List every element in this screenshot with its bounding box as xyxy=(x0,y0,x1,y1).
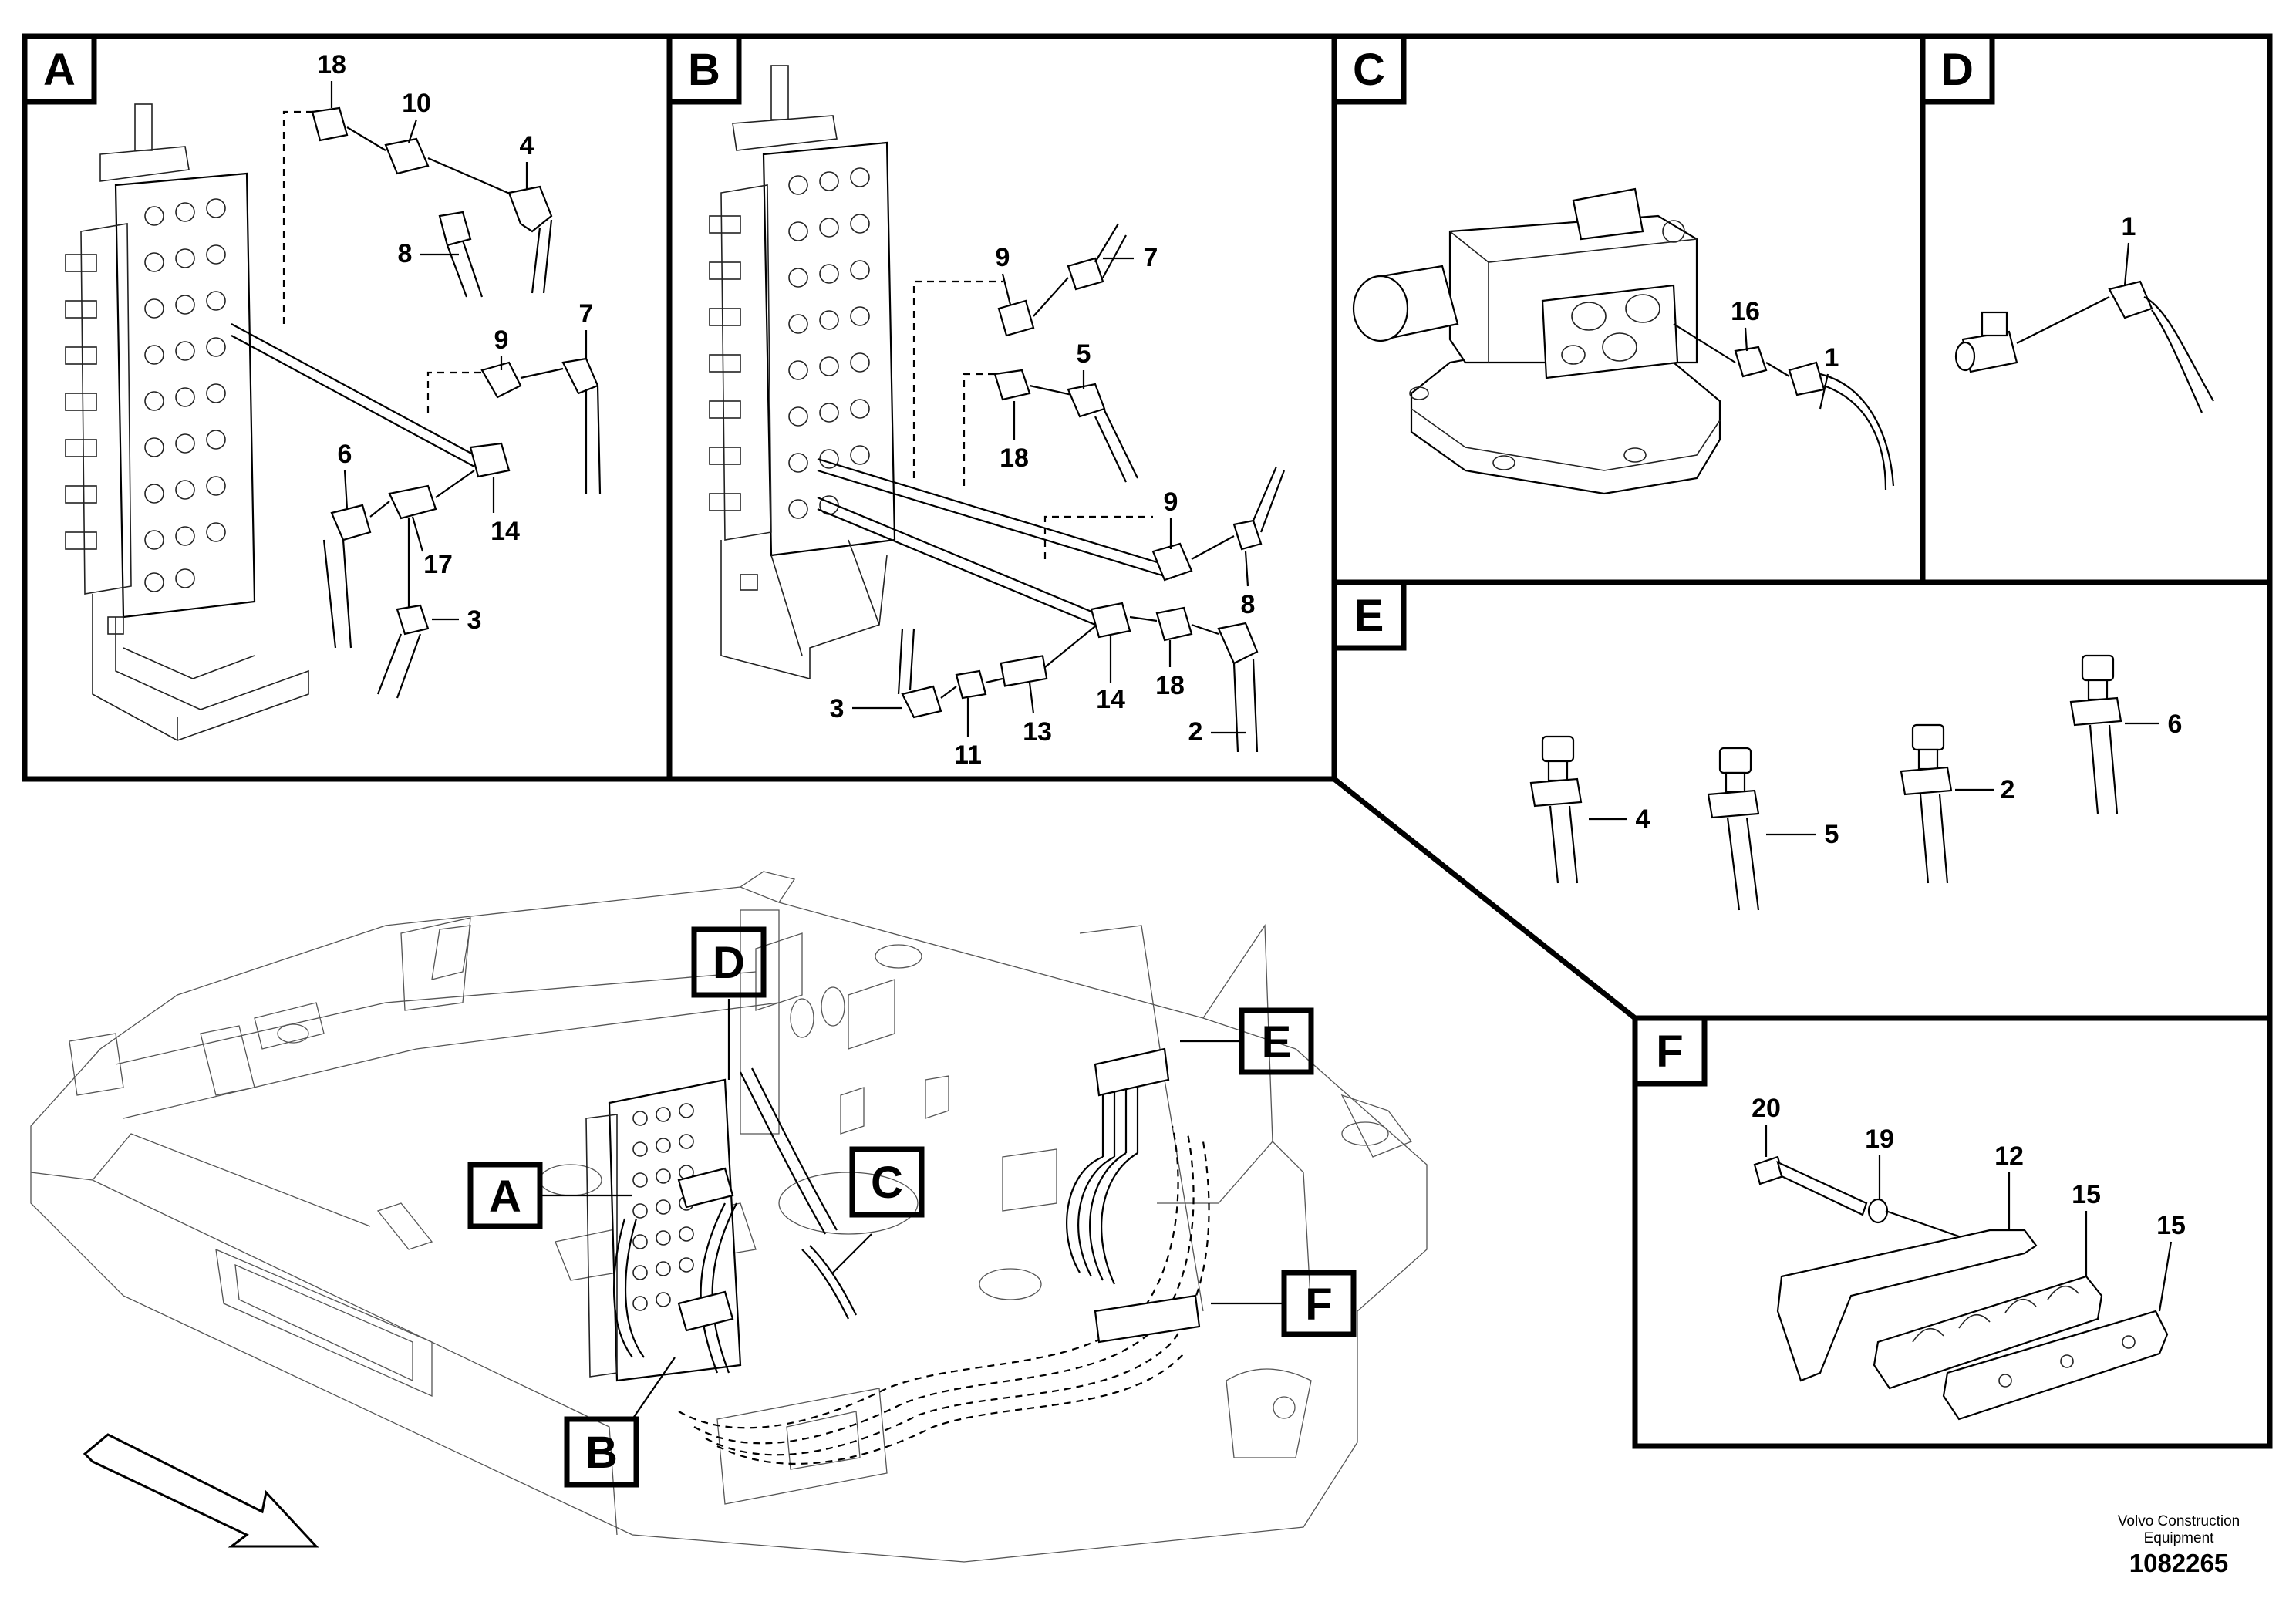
callout-b-9a: 9 xyxy=(996,243,1010,272)
callout-b-18a: 18 xyxy=(1000,443,1029,473)
svg-text:C: C xyxy=(871,1158,903,1208)
callout-a-6: 6 xyxy=(338,440,352,469)
callout-b-11: 11 xyxy=(954,740,982,770)
hose-end-2 xyxy=(1900,723,1953,884)
control-valve-b xyxy=(709,65,896,680)
svg-text:D: D xyxy=(713,938,745,988)
brand-line-1: Volvo Construction xyxy=(2117,1513,2240,1529)
panel-f-drawing: 20 19 12 15 15 xyxy=(1752,1094,2186,1421)
panel-a-drawing: 18 10 4 8 9 7 6 14 17 3 xyxy=(65,50,602,741)
clamp-plate-12 xyxy=(1776,1229,2038,1382)
callout-f-15a: 15 xyxy=(2072,1180,2101,1209)
document-number: 1082265 xyxy=(2129,1549,2229,1577)
overview-label-f: F xyxy=(1281,1270,1357,1337)
panel-label-b: B xyxy=(666,33,742,105)
tee-fitting xyxy=(1954,311,2018,373)
hose-end-5 xyxy=(1707,747,1760,911)
callout-a-3: 3 xyxy=(467,605,482,635)
panel-label-f: F xyxy=(1632,1015,1708,1087)
callout-a-9: 9 xyxy=(494,325,509,355)
front-direction-arrow-icon xyxy=(83,1433,319,1548)
panel-label-e: E xyxy=(1331,579,1407,651)
callout-a-10: 10 xyxy=(402,89,431,118)
brand-label: Volvo Construction Equipment xyxy=(2082,1513,2275,1547)
callout-c-16: 16 xyxy=(1731,297,1760,326)
callout-e-6: 6 xyxy=(2168,710,2183,739)
svg-text:B: B xyxy=(688,45,720,95)
svg-text:F: F xyxy=(1656,1027,1683,1077)
brand-line-2: Equipment xyxy=(2143,1530,2214,1546)
callout-a-4: 4 xyxy=(520,131,534,160)
callout-f-20: 20 xyxy=(1752,1094,1781,1123)
callout-b-3: 3 xyxy=(830,694,845,723)
callout-f-19: 19 xyxy=(1865,1125,1894,1154)
svg-text:A: A xyxy=(489,1172,521,1222)
svg-text:E: E xyxy=(1354,591,1384,641)
hose-end-4 xyxy=(1529,735,1583,884)
swing-motor xyxy=(1352,187,1721,495)
callout-b-7: 7 xyxy=(1144,243,1158,272)
callout-b-9b: 9 xyxy=(1164,487,1178,517)
panel-c-drawing: 16 1 xyxy=(1352,187,1895,495)
overview-label-d: D xyxy=(691,926,767,998)
callout-e-5: 5 xyxy=(1825,820,1839,849)
callout-d-1: 1 xyxy=(2122,212,2136,241)
callout-e-2: 2 xyxy=(2001,775,2015,804)
panel-frames xyxy=(22,33,2273,1449)
overview-label-a: A xyxy=(467,1162,543,1229)
svg-text:F: F xyxy=(1305,1280,1332,1330)
callout-e-4: 4 xyxy=(1636,804,1650,834)
panel-d-drawing: 1 xyxy=(1954,212,2214,413)
callout-a-14: 14 xyxy=(491,517,520,546)
callout-b-13: 13 xyxy=(1023,717,1052,747)
callout-b-18b: 18 xyxy=(1155,671,1185,700)
panel-label-a: A xyxy=(22,33,97,105)
panel-label-c: C xyxy=(1331,33,1407,105)
svg-text:A: A xyxy=(43,45,76,95)
callout-b-8: 8 xyxy=(1241,590,1256,619)
hose-end-6 xyxy=(2069,654,2122,814)
panel-b-drawing: 9 7 5 18 9 8 3 11 13 14 18 2 xyxy=(709,65,1286,770)
control-valve-a xyxy=(65,103,309,741)
callout-f-15b: 15 xyxy=(2156,1211,2186,1240)
clamp-half-15b xyxy=(1942,1310,2169,1421)
callout-b-5: 5 xyxy=(1077,339,1091,369)
callout-b-14: 14 xyxy=(1096,685,1125,714)
svg-text:E: E xyxy=(1262,1017,1292,1067)
callout-a-7: 7 xyxy=(579,299,594,329)
overview-drawing xyxy=(30,871,1428,1563)
panel-label-d: D xyxy=(1920,33,1995,105)
svg-text:B: B xyxy=(585,1428,618,1478)
callout-b-2: 2 xyxy=(1188,717,1203,747)
panel-e-drawing: 4 5 2 6 xyxy=(1529,654,2183,911)
overview-label-b: B xyxy=(564,1416,639,1488)
svg-text:C: C xyxy=(1353,45,1385,95)
callout-a-8: 8 xyxy=(398,239,413,268)
bolt-20 xyxy=(1753,1155,1868,1216)
washer-19 xyxy=(1867,1198,1889,1224)
overview-label-e: E xyxy=(1239,1007,1314,1075)
svg-text:D: D xyxy=(1941,45,1974,95)
overview-label-c: C xyxy=(849,1146,925,1218)
callout-a-17: 17 xyxy=(423,550,453,579)
callout-f-12: 12 xyxy=(1994,1141,2024,1171)
callout-a-18: 18 xyxy=(317,50,346,79)
callout-c-1: 1 xyxy=(1825,343,1839,373)
